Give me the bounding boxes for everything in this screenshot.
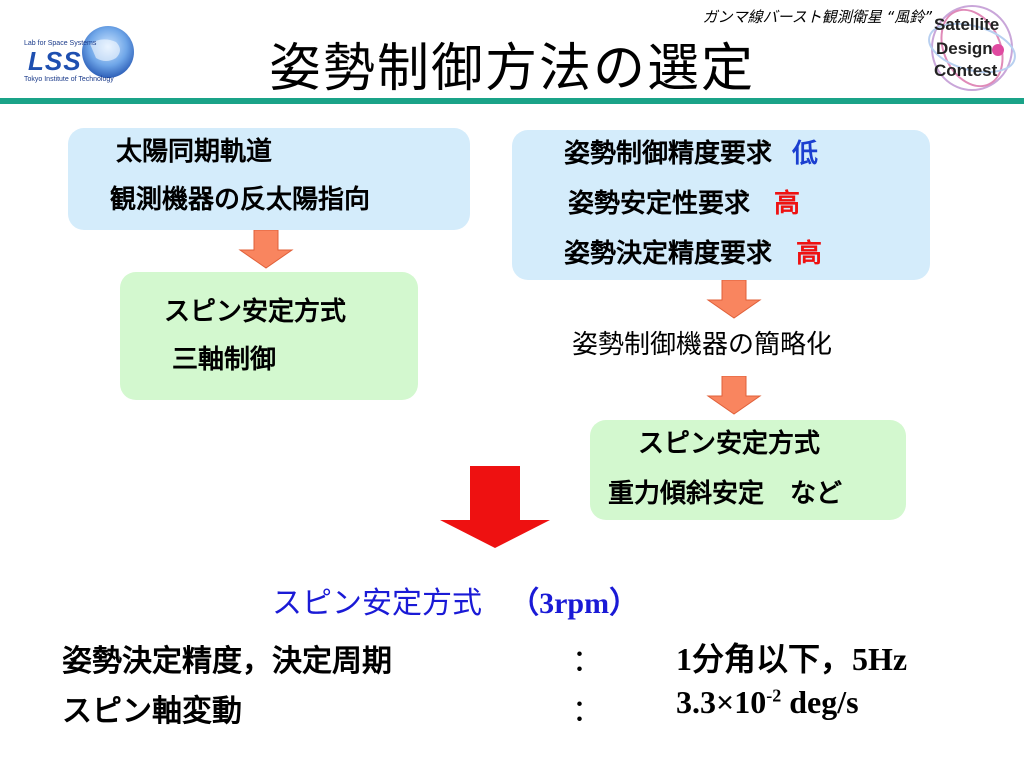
req-row3: 姿勢決定精度要求高	[564, 234, 822, 274]
req-row3-level: 高	[796, 239, 823, 269]
left-option-line1: スピン安定方式	[164, 297, 347, 327]
spec2-value: 3.3×10-2 deg/s	[676, 684, 859, 721]
globe-icon	[82, 26, 134, 78]
down-arrow-icon	[706, 280, 762, 319]
simplify-text: 姿勢制御機器の簡略化	[572, 330, 833, 360]
sdc-line1: Satellite	[934, 15, 1000, 34]
spec1-colon: ：	[572, 644, 602, 679]
spec2-value-exp: -2	[766, 685, 782, 706]
spec2-value-base: 3.3×10	[676, 684, 767, 720]
req-row1-level: 低	[792, 139, 819, 169]
right-option-line2: 重力傾斜安定 など	[608, 479, 843, 509]
lss-line2: Tokyo Institute of Technology	[24, 76, 114, 83]
result-title: スピン安定方式 （3rpm）	[272, 578, 639, 622]
requirements-box: 姿勢制御精度要求低 姿勢安定性要求高 姿勢決定精度要求高	[512, 130, 930, 280]
spec2-label: スピン軸変動	[62, 694, 242, 729]
spec2-colon: ：	[572, 694, 602, 729]
spec2-value-unit: deg/s	[781, 684, 859, 720]
spec1-value: 1分角以下，5Hz	[676, 641, 908, 677]
orbit-rings-icon	[928, 5, 1016, 91]
lss-mark: LSS	[28, 46, 82, 76]
lss-line1: Lab for Space Systems	[24, 40, 97, 47]
req-row2-level: 高	[774, 189, 801, 219]
result-rpm: （3rpm）	[509, 587, 640, 620]
right-option-line1: スピン安定方式	[638, 429, 821, 459]
sdc-line2: Design	[936, 39, 993, 58]
lss-logo: Lab for Space Systems LSS Tokyo Institut…	[20, 26, 140, 86]
req-row2-label: 姿勢安定性要求	[568, 189, 751, 219]
orbit-line2: 観測機器の反太陽指向	[110, 185, 371, 215]
orbit-box: 太陽同期軌道 観測機器の反太陽指向	[68, 128, 470, 230]
req-row3-label: 姿勢決定精度要求	[564, 239, 773, 269]
left-option-line2: 三軸制御	[172, 345, 277, 375]
spec1-label: 姿勢決定精度，決定周期	[62, 644, 392, 679]
down-arrow-icon	[238, 230, 294, 269]
title-rule	[0, 98, 1024, 104]
big-down-arrow-icon	[440, 466, 550, 548]
result-method: スピン安定方式	[272, 586, 482, 621]
req-row2: 姿勢安定性要求高	[568, 184, 800, 224]
sdc-line3: Contest	[934, 61, 998, 80]
right-option-box: スピン安定方式 重力傾斜安定 など	[590, 420, 906, 520]
down-arrow-icon	[706, 376, 762, 415]
left-option-box: スピン安定方式 三軸制御	[120, 272, 418, 400]
req-row1: 姿勢制御精度要求低	[564, 134, 818, 174]
header-caption: ガンマ線バースト観測衛星 “風鈴”	[702, 8, 932, 26]
page-title: 姿勢制御方法の選定	[268, 39, 755, 99]
req-row1-label: 姿勢制御精度要求	[564, 139, 773, 169]
orbit-line1: 太陽同期軌道	[116, 137, 273, 167]
sdc-logo: Satellite Design Contest	[922, 2, 1018, 94]
